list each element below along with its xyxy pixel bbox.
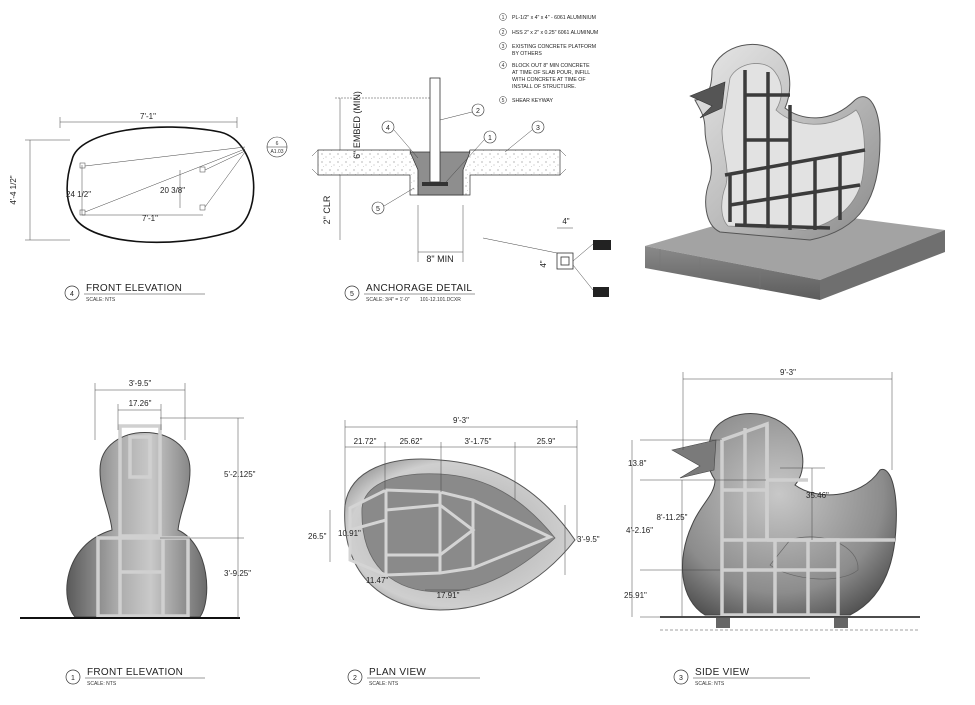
- tag-5: 5: [376, 206, 380, 213]
- dim-width: 7'-1": [140, 112, 156, 121]
- plate-h: 4": [539, 260, 548, 267]
- svg-text:5: 5: [350, 291, 354, 298]
- svg-text:1: 1: [502, 15, 505, 21]
- dim-right: 20 3/8": [160, 186, 185, 195]
- base-front: [645, 246, 820, 300]
- dim-d3: 3'-1.75": [464, 437, 491, 446]
- svg-text:3: 3: [502, 44, 505, 50]
- dim-bottom-c: 17.91": [437, 591, 460, 600]
- base-plate-outline: [66, 126, 255, 244]
- dim-overall: 9'-3": [453, 416, 469, 425]
- note-5: SHEAR KEYWAY: [512, 98, 553, 104]
- title-text: ANCHORAGE DETAIL: [366, 283, 472, 294]
- svg-text:2: 2: [353, 675, 357, 682]
- dim-lower: 3'-9.25": [224, 569, 251, 578]
- title-block-5: 5 ANCHORAGE DETAIL SCALE: 3/4" = 1'-0" 1…: [344, 283, 475, 303]
- dim-upper: 5'-2.125": [224, 470, 256, 479]
- tag-1: 1: [488, 135, 492, 142]
- callout-bottom: A1.03: [270, 149, 283, 155]
- dim-d2: 25.62": [400, 437, 423, 446]
- dim-clr: 2" CLR: [322, 195, 332, 224]
- dim-bottom-l: 11.47": [366, 576, 388, 585]
- note-4-l2: AT TIME OF SLAB POUR, INFILL: [512, 70, 590, 76]
- base-side: [820, 230, 945, 300]
- title-scale: SCALE: NTS: [87, 681, 117, 687]
- dim-overall: 9'-3": [780, 368, 796, 377]
- title-text: SIDE VIEW: [695, 667, 750, 678]
- dim-d1: 13.8": [628, 459, 647, 468]
- dim-width: 3'-9.5": [129, 379, 152, 388]
- dim-d2: 35.46": [806, 491, 829, 500]
- duck-side-beak: [671, 439, 717, 479]
- duck-side-body: [682, 413, 897, 616]
- title-scale: SCALE: NTS: [369, 681, 399, 687]
- title-number: 4: [70, 291, 74, 298]
- svg-text:1: 1: [71, 675, 75, 682]
- title-block-4: 4 FRONT ELEVATION SCALE: NTS: [64, 283, 205, 303]
- tag-4: 4: [386, 125, 390, 132]
- title-text: PLAN VIEW: [369, 667, 426, 678]
- title-scale: SCALE: NTS: [86, 297, 116, 303]
- callout-top: 6: [276, 141, 279, 147]
- title-text: FRONT ELEVATION: [87, 667, 183, 678]
- note-1: PL-1/2" x 4" x 4" - 6061 ALUMINIUM: [512, 15, 596, 21]
- svg-text:5: 5: [502, 98, 505, 104]
- svg-text:4: 4: [502, 63, 505, 69]
- front-elevation: 3'-9.5" 17.26" 5'-2.125" 3'-9.25": [20, 379, 256, 619]
- dim-embed: 6" EMBED (MIN): [352, 91, 362, 159]
- note-3-l2: BY OTHERS: [512, 51, 542, 57]
- note-2: HSS 2" x 2" x 0.25" 6061 ALUMINUM: [512, 30, 598, 36]
- duck-render: [645, 43, 945, 300]
- note-3-l1: EXISTING CONCRETE PLATFORM: [512, 44, 596, 50]
- svg-text:2: 2: [502, 30, 505, 36]
- duck-front-body: [66, 432, 208, 618]
- note-4-l4: INSTALL OF STRUCTURE.: [512, 84, 576, 90]
- svg-text:3: 3: [679, 675, 683, 682]
- note-4-l3: WITH CONCRETE AT TIME OF: [512, 77, 586, 83]
- plate-w: 4": [562, 217, 569, 226]
- title-block-3: 3 SIDE VIEW SCALE: NTS: [673, 667, 810, 687]
- title-text: FRONT ELEVATION: [86, 283, 182, 294]
- dim-d3: 4'-2.16": [626, 526, 653, 535]
- title-block-2: 2 PLAN VIEW SCALE: NTS: [347, 667, 480, 687]
- notes-list: 1 PL-1/2" x 4" x 4" - 6061 ALUMINIUM 2 H…: [499, 13, 598, 104]
- note-4-l1: BLOCK OUT 8" MIN CONCRETE: [512, 63, 590, 69]
- duck-beak: [689, 81, 726, 119]
- dim-d1: 21.72": [354, 437, 377, 446]
- tag-3: 3: [536, 125, 540, 132]
- dim-left-inner: 10.91": [338, 529, 361, 538]
- dim-inner-h: 24 1/2": [66, 190, 91, 199]
- dim-left-h: 26.5": [308, 532, 327, 541]
- plan-view: 9'-3" 21.72" 25.62" 3'-1.75" 25.9" 26.5"…: [308, 416, 600, 611]
- top-front-elevation: 6 A1.03 7'-1" 4'-4 1/2" 24 1/2" 7'-1" 20…: [9, 112, 288, 244]
- dim-min: 8" MIN: [426, 254, 453, 264]
- dim-inner: 17.26": [129, 399, 152, 408]
- title-scale: SCALE: 3/4" = 1'-0": [366, 297, 410, 303]
- anchorage-detail: 1 PL-1/2" x 4" x 4" - 6061 ALUMINIUM 2 H…: [311, 13, 611, 297]
- dim-d4: 25.9": [537, 437, 556, 446]
- dim-inner-w: 7'-1": [142, 214, 158, 223]
- title-scale: SCALE: NTS: [695, 681, 725, 687]
- dim-height: 4'-4 1/2": [9, 175, 18, 204]
- title-block-1: 1 FRONT ELEVATION SCALE: NTS: [65, 667, 205, 687]
- dim-d4: 8'-11.25": [657, 513, 688, 522]
- tag-2: 2: [476, 108, 480, 115]
- side-view: 9'-3" 13.8" 35.46" 4'-2.16" 8'-11.25" 25…: [624, 368, 920, 631]
- dim-right-h: 3'-9.5": [577, 535, 600, 544]
- title-ref: 101-12.101.DCXR: [420, 297, 461, 303]
- dim-d5: 25.91": [624, 591, 647, 600]
